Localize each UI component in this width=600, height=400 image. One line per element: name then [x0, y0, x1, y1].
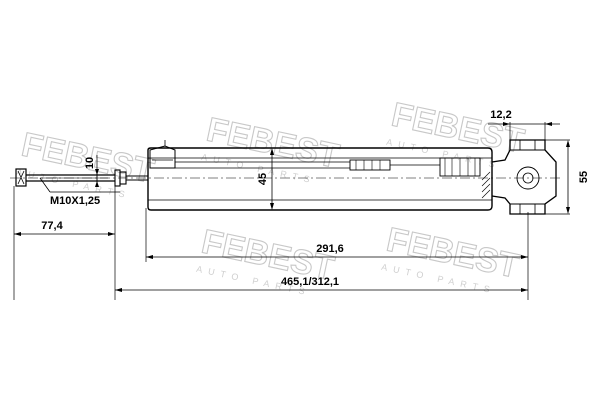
- dimension-lines: [13, 122, 570, 300]
- dim-rod-length-label: 77,4: [41, 220, 63, 232]
- watermark-5: FEBEST AUTO PARTS: [380, 220, 523, 296]
- shock-body: [147, 140, 493, 211]
- dim-rod-stub-label: 10: [84, 157, 96, 169]
- watermark-3: FEBEST AUTO PARTS: [385, 95, 528, 171]
- dim-body-length-label: 291,6: [316, 243, 344, 255]
- threaded-rod-end: [15, 168, 115, 187]
- dim-total-length-label: 465,1/312,1: [281, 276, 339, 288]
- dim-eye-width-label: 12,2: [490, 109, 511, 121]
- dim-eye-height-label: 55: [578, 171, 590, 183]
- dimension-labels: 10 45 55 12,2 M10X1,25 77,4 291,6 465,1/…: [41, 109, 590, 288]
- part-outline: [10, 139, 560, 215]
- dim-thread-label: M10X1,25: [50, 195, 100, 207]
- dim-body-dia-label: 45: [257, 173, 269, 185]
